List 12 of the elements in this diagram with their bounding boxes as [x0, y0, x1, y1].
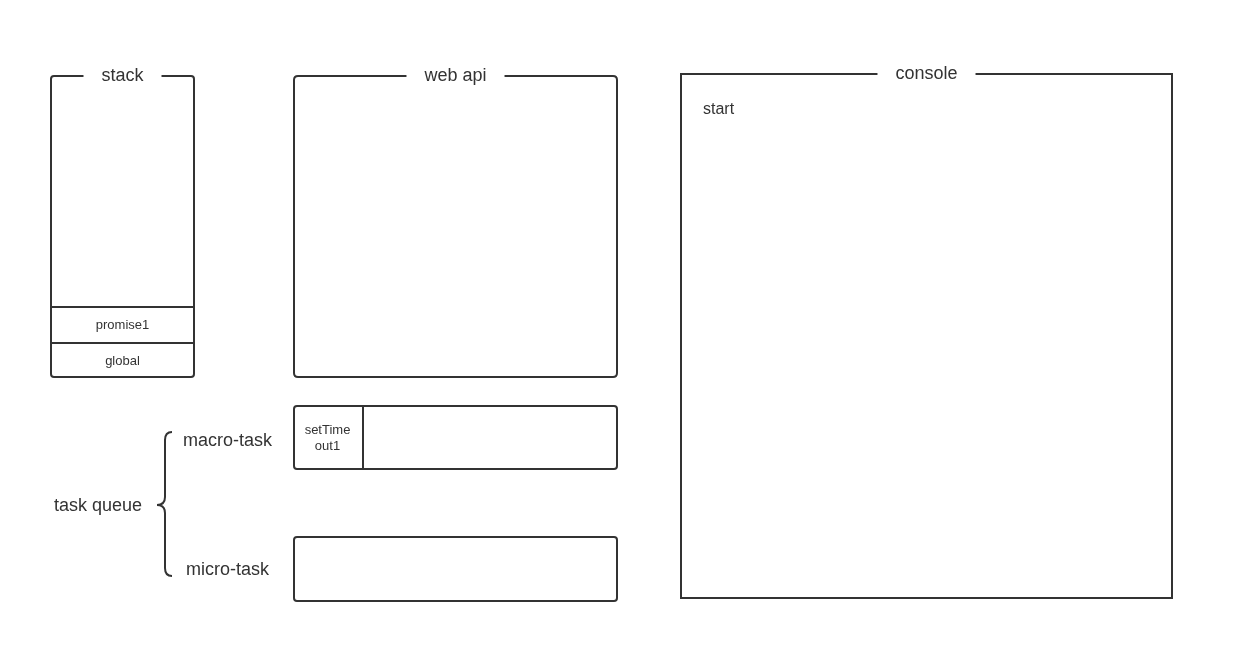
queue-label: macro-task — [183, 429, 272, 451]
queue-box — [293, 536, 618, 602]
queue-box — [293, 405, 618, 470]
task-label: setTimeout1 — [303, 421, 352, 454]
queue-label: micro-task — [186, 558, 269, 580]
frame-label: promise1 — [95, 317, 150, 333]
panel-title: web api — [424, 64, 487, 86]
panel-title: stack — [101, 64, 144, 86]
group-label: task queue — [54, 494, 143, 516]
frame-label: global — [105, 353, 140, 369]
console-output: start — [703, 99, 735, 119]
panel-title: console — [895, 62, 958, 84]
